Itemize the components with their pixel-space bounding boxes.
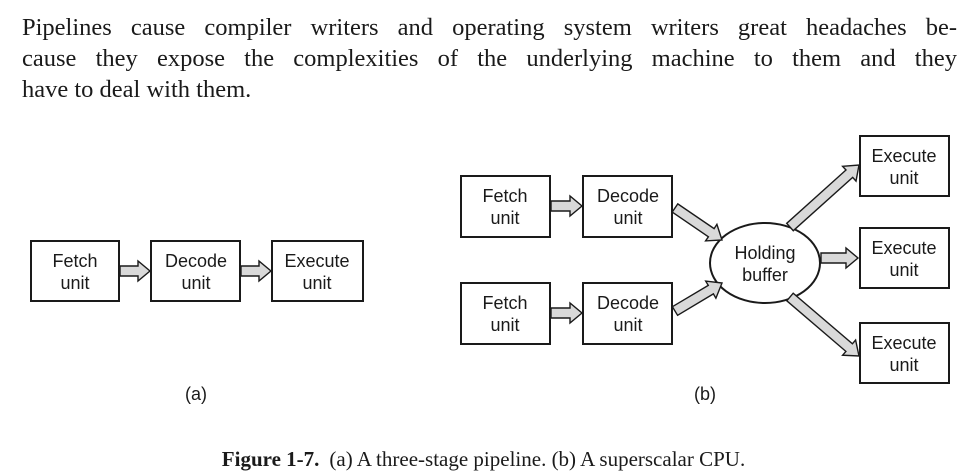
- decode-unit-top-box: Decode unit: [582, 175, 673, 238]
- fetch-unit-bottom-label: unit: [490, 315, 519, 335]
- body-paragraph: Pipelines cause compiler writers and ope…: [22, 12, 957, 105]
- execute-unit-top-label: unit: [889, 168, 918, 188]
- diagonal-arrows: [671, 164, 860, 357]
- fetch-to-decode-bottom-arrow: [550, 301, 584, 325]
- fetch-unit-bottom-label: Fetch: [482, 293, 527, 313]
- figure-caption-text: (a) A three-stage pipeline. (b) A supers…: [329, 447, 746, 471]
- execute-unit-bottom-label: unit: [889, 355, 918, 375]
- decode-unit-label: unit: [181, 273, 210, 293]
- fetch-unit-label: unit: [60, 273, 89, 293]
- fetch-unit-top-label: Fetch: [482, 186, 527, 206]
- holding-buffer-label: buffer: [742, 265, 788, 285]
- buffer-to-execute-top-arrow: [785, 164, 860, 232]
- execute-unit-top-label: Execute: [871, 146, 936, 166]
- execute-unit-label: unit: [302, 273, 331, 293]
- diagram-b-label: (b): [694, 384, 716, 404]
- paragraph-line: Pipelines cause compiler writers and ope…: [22, 14, 957, 41]
- three-stage-pipeline-diagram: Fetch unit Decode unit Execute unit (a): [30, 240, 364, 404]
- decode-unit-top-label: Decode: [597, 186, 659, 206]
- decode-unit-bottom-label: unit: [613, 315, 642, 335]
- buffer-to-execute-bottom-arrow: [785, 292, 860, 357]
- execute-unit-middle-label: unit: [889, 260, 918, 280]
- decode-unit-bottom-box: Decode unit: [582, 282, 673, 345]
- decode-top-to-buffer-arrow: [671, 202, 723, 242]
- figure-caption: Figure 1-7. (a) A three-stage pipeline. (…: [0, 446, 967, 472]
- fetch-to-decode-arrow: [119, 259, 152, 283]
- holding-buffer-ellipse: Holding buffer: [709, 222, 821, 304]
- fetch-unit-label: Fetch: [52, 251, 97, 271]
- holding-buffer-label: Holding: [734, 243, 795, 263]
- decode-unit-top-label: unit: [613, 208, 642, 228]
- execute-unit-middle-label: Execute: [871, 238, 936, 258]
- decode-unit-bottom-label: Decode: [597, 293, 659, 313]
- fetch-unit-box: Fetch unit: [30, 240, 120, 302]
- fetch-unit-top-label: unit: [490, 208, 519, 228]
- superscalar-cpu-diagram: Fetch unit Decode unit Fetch unit Decode…: [460, 135, 950, 404]
- decode-unit-label: Decode: [165, 251, 227, 271]
- decode-to-execute-arrow: [240, 259, 273, 283]
- diagram-a-label: (a): [185, 384, 207, 404]
- figure-number: Figure 1-7.: [221, 447, 320, 471]
- execute-unit-top-box: Execute unit: [859, 135, 950, 197]
- decode-bottom-to-buffer-arrow: [671, 280, 723, 317]
- paragraph-line: cause they expose the complexities of th…: [22, 45, 957, 72]
- execute-unit-box: Execute unit: [271, 240, 364, 302]
- execute-unit-bottom-label: Execute: [871, 333, 936, 353]
- decode-unit-box: Decode unit: [150, 240, 241, 302]
- fetch-unit-bottom-box: Fetch unit: [460, 282, 551, 345]
- fetch-unit-top-box: Fetch unit: [460, 175, 551, 238]
- buffer-to-execute-middle-arrow: [820, 246, 860, 270]
- fetch-to-decode-top-arrow: [550, 194, 584, 218]
- execute-unit-label: Execute: [284, 251, 349, 271]
- execute-unit-middle-box: Execute unit: [859, 227, 950, 289]
- execute-unit-bottom-box: Execute unit: [859, 322, 950, 384]
- paragraph-line: have to deal with them.: [22, 76, 252, 103]
